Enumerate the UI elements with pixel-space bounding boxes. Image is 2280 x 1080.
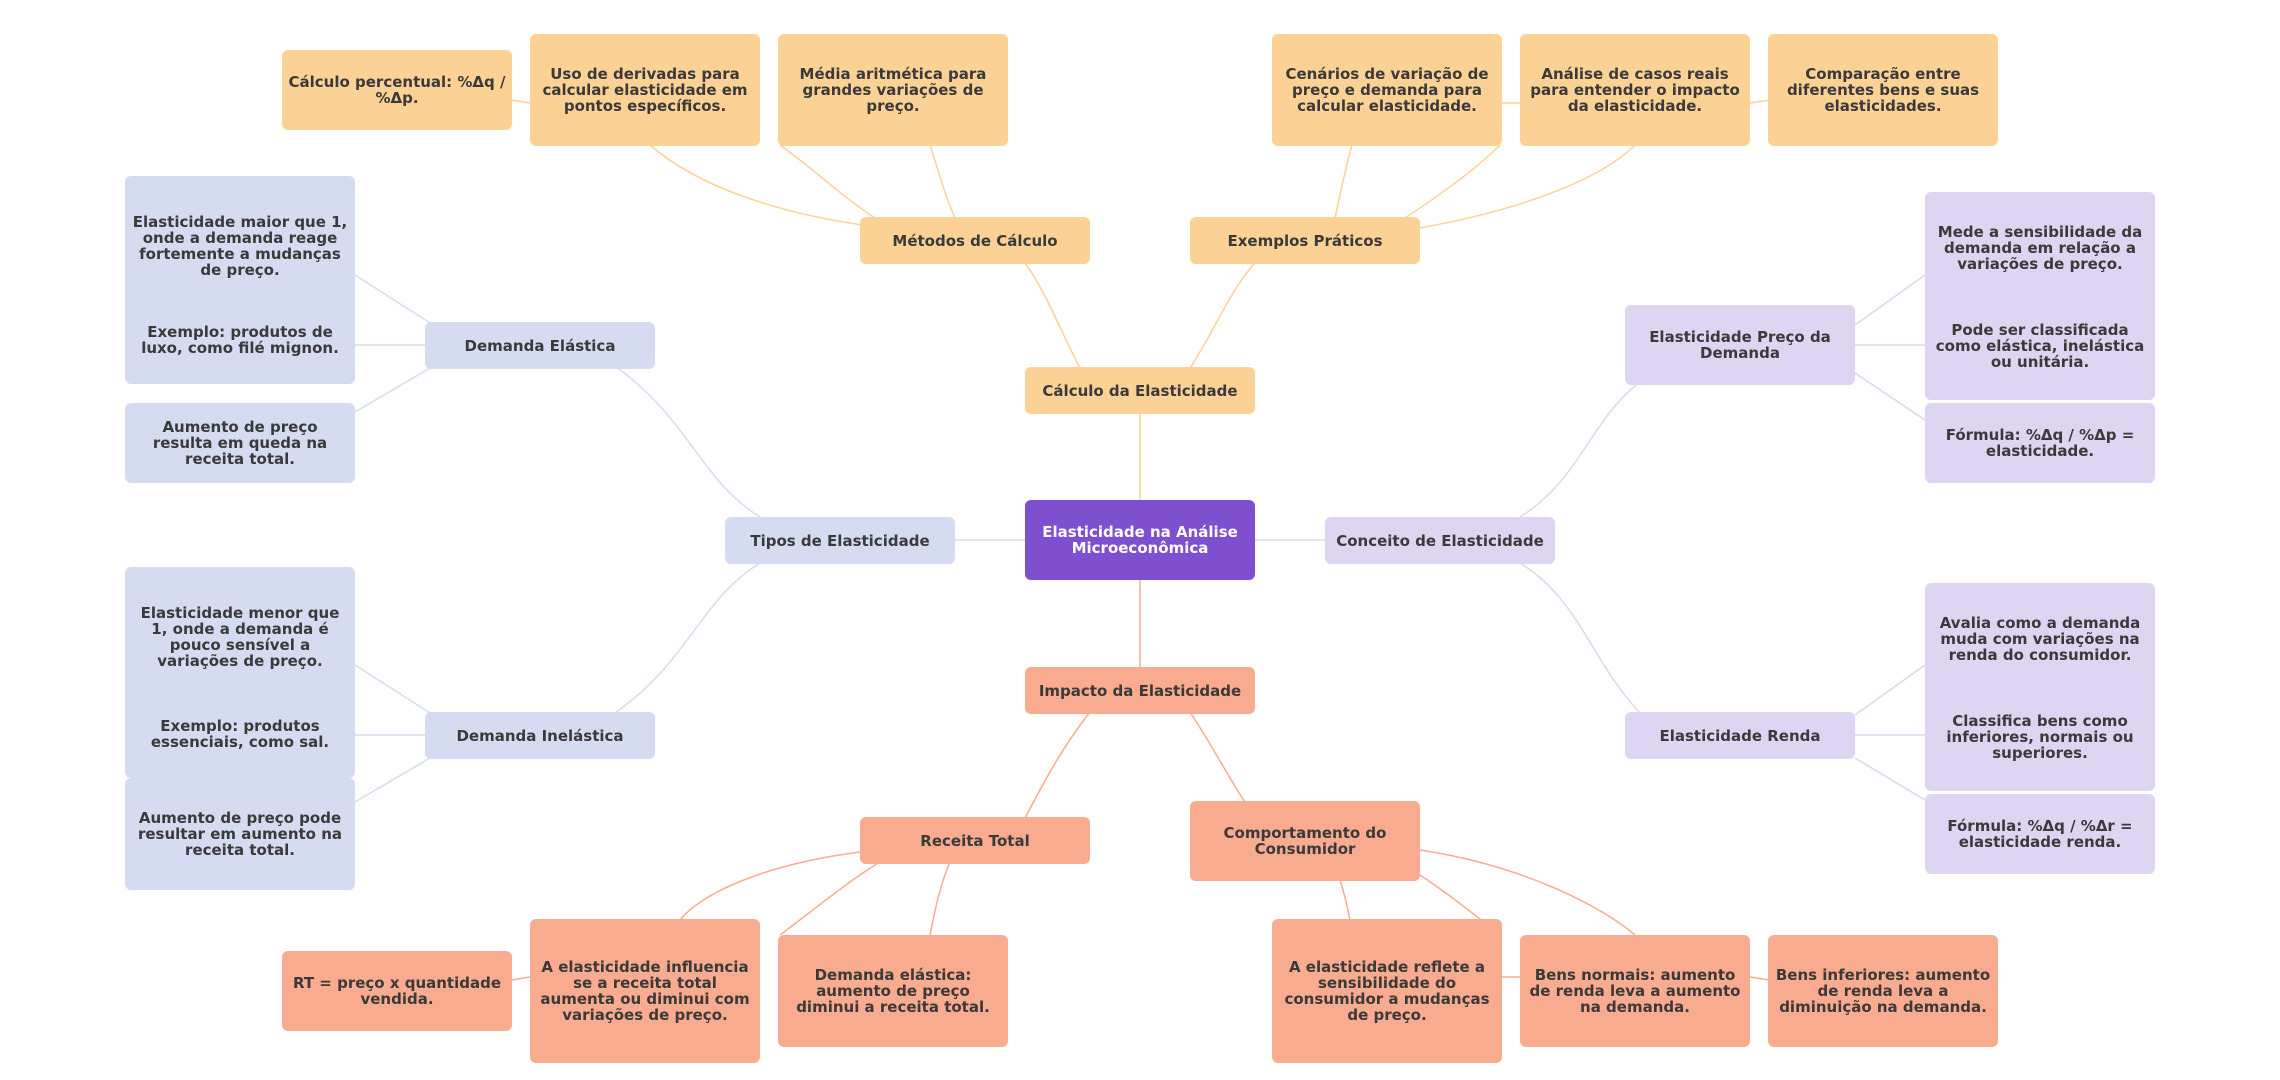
node-comportamento-consumidor[interactable]: Comportamento do Consumidor: [1190, 801, 1420, 881]
leaf-preco-3[interactable]: Fórmula: %Δq / %Δp = elasticidade.: [1925, 403, 2155, 483]
node-conceito-elasticidade[interactable]: Conceito de Elasticidade: [1325, 517, 1555, 564]
node-elasticidade-preco[interactable]: Elasticidade Preço da Demanda: [1625, 305, 1855, 385]
link-impacto-comportamento: [1189, 711, 1246, 803]
leaf-comportamento-2[interactable]: Bens normais: aumento de renda leva a au…: [1520, 935, 1750, 1047]
leaf-metodos-1[interactable]: Cálculo percentual: %Δq / %Δp.: [282, 50, 512, 130]
node-exemplos-praticos[interactable]: Exemplos Práticos: [1190, 217, 1420, 264]
node-tipos-elasticidade[interactable]: Tipos de Elasticidade: [725, 517, 955, 564]
leaf-exemplos-1[interactable]: Cenários de variação de preço e demanda …: [1272, 34, 1502, 146]
node-demanda-inelastica[interactable]: Demanda Inelástica: [425, 712, 655, 759]
leaf-exemplos-2[interactable]: Análise de casos reais para entender o i…: [1520, 34, 1750, 146]
leaf-exemplos-3[interactable]: Comparação entre diferentes bens e suas …: [1768, 34, 1998, 146]
leaf-metodos-2[interactable]: Uso de derivadas para calcular elasticid…: [530, 34, 760, 146]
node-calculo-elasticidade[interactable]: Cálculo da Elasticidade: [1025, 367, 1255, 414]
leaf-elastica-3[interactable]: Aumento de preço resulta em queda na rec…: [125, 403, 355, 483]
link-tipos-elastica: [614, 365, 761, 518]
node-receita-total[interactable]: Receita Total: [860, 817, 1090, 864]
leaf-preco-2[interactable]: Pode ser classificada como elástica, ine…: [1925, 292, 2155, 400]
leaf-inelastica-1[interactable]: Elasticidade menor que 1, onde a demanda…: [125, 567, 355, 707]
node-elasticidade-renda[interactable]: Elasticidade Renda: [1625, 712, 1855, 759]
node-demanda-elastica[interactable]: Demanda Elástica: [425, 322, 655, 369]
leaf-receita-1[interactable]: RT = preço x quantidade vendida.: [282, 951, 512, 1031]
link-impacto-receita: [1024, 711, 1091, 819]
link-calculo-exemplos: [1189, 262, 1256, 369]
link-calculo-metodos: [1024, 262, 1081, 369]
link-conceito-renda: [1519, 562, 1641, 714]
node-impacto-elasticidade[interactable]: Impacto da Elasticidade: [1025, 667, 1255, 714]
leaf-comportamento-3[interactable]: Bens inferiores: aumento de renda leva a…: [1768, 935, 1998, 1047]
leaf-receita-3[interactable]: Demanda elástica: aumento de preço dimin…: [778, 935, 1008, 1047]
link-tipos-inelastica: [614, 562, 761, 714]
leaf-inelastica-3[interactable]: Aumento de preço pode resultar em aument…: [125, 778, 355, 890]
leaf-renda-3[interactable]: Fórmula: %Δq / %Δr = elasticidade renda.: [1925, 794, 2155, 874]
leaf-receita-2[interactable]: A elasticidade influencia se a receita t…: [530, 919, 760, 1063]
leaf-comportamento-1[interactable]: A elasticidade reflete a sensibilidade d…: [1272, 919, 1502, 1063]
leaf-metodos-3[interactable]: Média aritmética para grandes variações …: [778, 34, 1008, 146]
leaf-elastica-1[interactable]: Elasticidade maior que 1, onde a demanda…: [125, 176, 355, 316]
leaf-preco-1[interactable]: Mede a sensibilidade da demanda em relaç…: [1925, 192, 2155, 304]
node-metodos-calculo[interactable]: Métodos de Cálculo: [860, 217, 1090, 264]
leaf-elastica-2[interactable]: Exemplo: produtos de luxo, como filé mig…: [125, 296, 355, 384]
link-conceito-preco: [1519, 381, 1641, 518]
root-node[interactable]: Elasticidade na Análise Microeconômica: [1025, 500, 1255, 580]
leaf-renda-2[interactable]: Classifica bens como inferiores, normais…: [1925, 683, 2155, 791]
leaf-renda-1[interactable]: Avalia como a demanda muda com variações…: [1925, 583, 2155, 695]
leaf-inelastica-2[interactable]: Exemplo: produtos essenciais, como sal.: [125, 690, 355, 778]
